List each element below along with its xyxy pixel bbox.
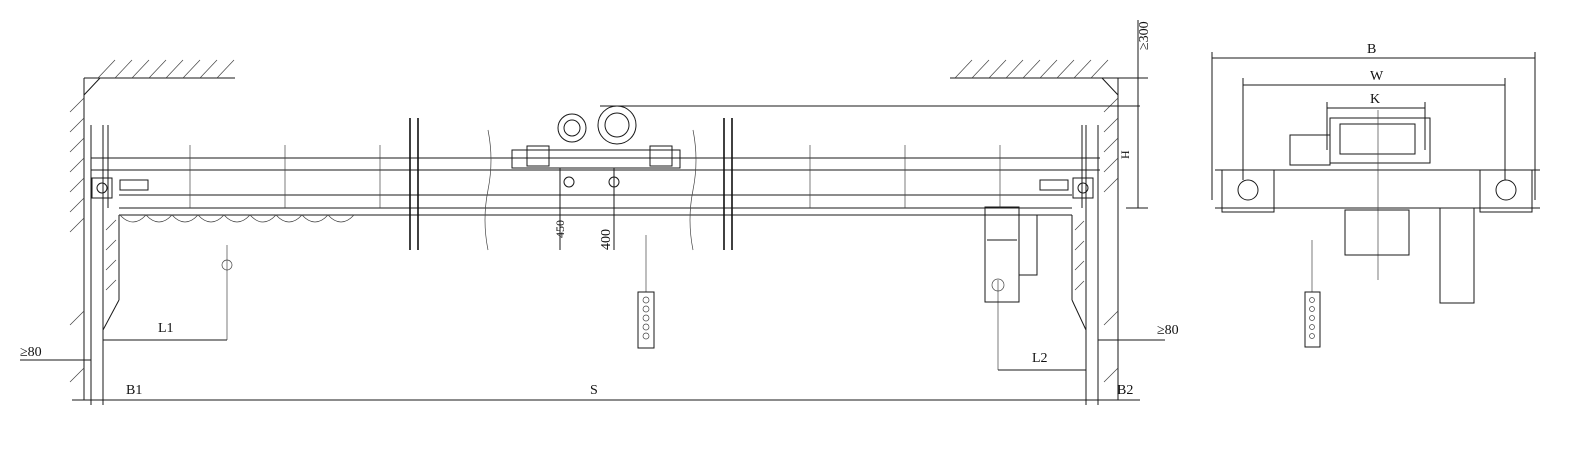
label-b: B [1367, 42, 1376, 57]
wall-right [1103, 97, 1119, 383]
label-k: K [1370, 92, 1380, 107]
drive-unit [984, 206, 1038, 303]
trolley [511, 105, 1140, 250]
end-carriage-left [91, 177, 149, 199]
label-ge300: ≥300 [1137, 21, 1152, 50]
label-400: 400 [599, 229, 614, 250]
dimensions-left-view [20, 20, 1165, 405]
label-450: 450 [553, 220, 567, 238]
ceiling-right [950, 59, 1119, 400]
label-b1: B1 [126, 383, 142, 398]
label-ge80-right: ≥80 [1157, 323, 1179, 338]
pendant-main [637, 235, 655, 349]
column-left [90, 125, 120, 400]
wall-left [69, 97, 85, 383]
side-view [1211, 52, 1540, 348]
main-girder [91, 125, 1100, 223]
break-lines [409, 118, 733, 251]
end-carriage-right [1039, 177, 1094, 199]
label-w: W [1370, 69, 1384, 84]
column-right [1071, 125, 1099, 400]
label-h: H [1118, 150, 1132, 159]
label-l1: L1 [158, 321, 174, 336]
ceiling-left [83, 59, 235, 400]
label-b2: B2 [1117, 383, 1133, 398]
label-ge80-left: ≥80 [20, 345, 42, 360]
label-l2: L2 [1032, 351, 1048, 366]
label-s: S [590, 383, 598, 398]
hook-markers [221, 245, 999, 370]
